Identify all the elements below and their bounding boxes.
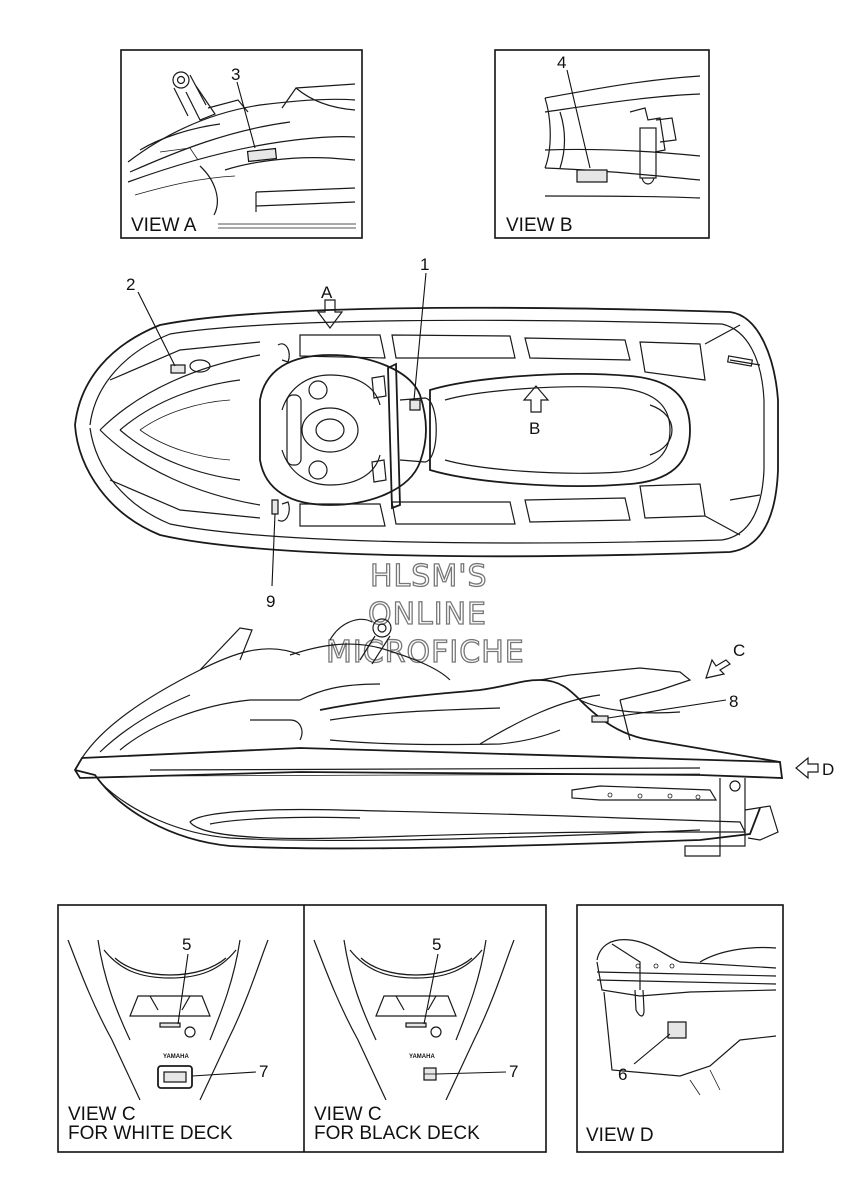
- arrow-c-label: C: [733, 641, 745, 660]
- arrow-a-label: A: [321, 283, 333, 302]
- view-d-leader-6: [633, 1033, 671, 1065]
- leader-2: [137, 291, 176, 367]
- view-c-white-leader-7: [191, 1071, 257, 1077]
- view-d-drawing: [596, 939, 777, 1096]
- view-d-panel: 6 VIEW D: [576, 904, 784, 1153]
- view-a-decal: [246, 147, 278, 163]
- arrow-d-label: D: [822, 760, 834, 779]
- watermark-line-2: ONLINE: [368, 597, 487, 632]
- view-c-frame: [57, 904, 547, 1153]
- view-c-white-title-1: VIEW C: [68, 1104, 136, 1125]
- arrow-d-icon: [795, 756, 819, 780]
- view-a-leader: [236, 81, 256, 149]
- view-c-black-callout-5: 5: [432, 935, 441, 954]
- view-c-black-callout-7: 7: [509, 1062, 518, 1081]
- view-c-black-logo: YAMAHA: [409, 1054, 435, 1060]
- view-a-panel: 3 VIEW A: [120, 49, 363, 239]
- view-a-title: VIEW A: [131, 215, 197, 236]
- view-c-white-logo: YAMAHA: [163, 1054, 189, 1060]
- view-c-black-leader-5: [423, 953, 439, 1025]
- callout-9: 9: [266, 592, 275, 611]
- view-c-white-drawing: YAMAHA: [67, 939, 269, 1101]
- view-c-white-callout-7: 7: [259, 1062, 268, 1081]
- arrow-b-label: B: [529, 419, 540, 438]
- callout-4: 4: [557, 53, 566, 72]
- top-view-drawing: A B 1 2 9: [74, 255, 779, 611]
- leader-1: [413, 272, 427, 401]
- arrow-b-icon: [522, 385, 550, 413]
- decal-8: [591, 715, 609, 723]
- callout-6: 6: [618, 1065, 627, 1084]
- view-c-black-leader-7: [435, 1071, 507, 1075]
- watermark-line-1: HLSM'S: [370, 559, 488, 594]
- arrow-c-icon: [705, 658, 731, 679]
- callout-3: 3: [231, 65, 240, 84]
- view-c-panel: YAMAHA 5 7 VIEW C FOR WHITE DECK YAMAHA: [57, 904, 547, 1153]
- view-b-leader: [566, 69, 591, 169]
- leader-9: [271, 513, 276, 587]
- callout-2: 2: [126, 275, 135, 294]
- view-b-panel: 4 VIEW B: [494, 49, 710, 239]
- decal-1: [409, 399, 421, 411]
- view-c-black-drawing: YAMAHA: [313, 939, 515, 1101]
- callout-8: 8: [729, 692, 738, 711]
- view-d-decal-6: [667, 1021, 687, 1039]
- view-c-black-decal-5: [405, 1022, 427, 1028]
- view-d-title: VIEW D: [586, 1125, 654, 1146]
- view-c-black-title-1: VIEW C: [314, 1104, 382, 1125]
- view-c-white-decal-5: [159, 1022, 181, 1028]
- side-view-drawing: 8 C D: [73, 618, 834, 857]
- view-c-black-title-2: FOR BLACK DECK: [314, 1123, 480, 1144]
- view-a-frame: [120, 49, 363, 239]
- watermark: HLSM'S ONLINE MICROFICHE: [325, 558, 524, 670]
- view-a-drawing: [127, 71, 356, 216]
- decal-9: [271, 499, 279, 515]
- view-c-white-callout-5: 5: [182, 935, 191, 954]
- view-c-white-leader-5: [177, 953, 189, 1025]
- view-c-white-title-2: FOR WHITE DECK: [68, 1123, 233, 1144]
- view-b-title: VIEW B: [506, 215, 573, 236]
- view-c-white-decal-7: [157, 1065, 193, 1089]
- view-b-frame: [494, 49, 710, 239]
- leader-8: [607, 699, 727, 719]
- view-b-decal: [576, 169, 608, 183]
- arrow-a-icon: [316, 299, 344, 329]
- callout-1: 1: [420, 255, 429, 274]
- decal-2: [170, 364, 186, 374]
- view-b-drawing: [544, 75, 701, 199]
